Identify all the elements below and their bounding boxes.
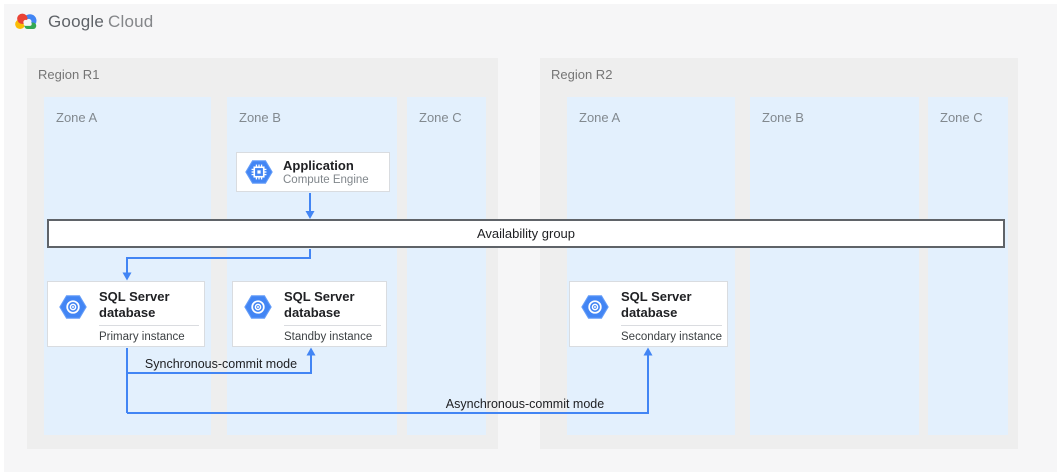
zone-r1-a: Zone A — [44, 97, 211, 435]
logo-text-cloud: Cloud — [108, 12, 154, 31]
zone-label: Zone C — [419, 110, 462, 125]
zone-r1-b: Zone B — [227, 97, 397, 435]
zone-label: Zone B — [239, 110, 281, 125]
db-divider — [284, 325, 381, 326]
zone-label: Zone C — [940, 110, 983, 125]
db-title: SQL Server database — [99, 289, 170, 320]
db-subtitle: Secondary instance — [621, 331, 723, 343]
zone-label: Zone A — [56, 110, 98, 125]
google-cloud-logo-icon — [15, 13, 37, 30]
region-label: Region R2 — [551, 67, 613, 82]
availability-group-label: Availability group — [476, 226, 576, 241]
sync-commit-label: Synchronous-commit mode — [144, 357, 298, 371]
application-node: Application Compute Engine — [236, 152, 390, 192]
sql-server-icon — [581, 295, 609, 319]
db-subtitle: Standby instance — [284, 331, 373, 343]
sql-server-icon — [244, 295, 272, 319]
application-title: Application — [283, 157, 354, 173]
zone-r2-b: Zone B — [750, 97, 919, 435]
secondary-db-node: SQL Server database Secondary instance — [569, 281, 728, 347]
compute-engine-icon — [245, 160, 273, 184]
db-divider — [99, 325, 199, 326]
db-subtitle: Primary instance — [99, 331, 185, 343]
zone-r1-c: Zone C — [407, 97, 486, 435]
availability-group-bar: Availability group — [47, 219, 1005, 248]
db-divider — [621, 325, 722, 326]
db-title: SQL Server database — [621, 289, 692, 320]
zone-r2-a: Zone A — [567, 97, 735, 435]
application-subtitle: Compute Engine — [283, 173, 369, 186]
zone-label: Zone A — [579, 110, 621, 125]
db-title: SQL Server database — [284, 289, 355, 320]
zone-label: Zone B — [762, 110, 804, 125]
sql-server-icon — [59, 295, 87, 319]
primary-db-node: SQL Server database Primary instance — [47, 281, 205, 347]
region-label: Region R1 — [38, 67, 100, 82]
standby-db-node: SQL Server database Standby instance — [232, 281, 387, 347]
zone-r2-c: Zone C — [928, 97, 1008, 435]
logo-text-google: Google — [48, 12, 105, 31]
async-commit-label: Asynchronous-commit mode — [445, 397, 605, 411]
